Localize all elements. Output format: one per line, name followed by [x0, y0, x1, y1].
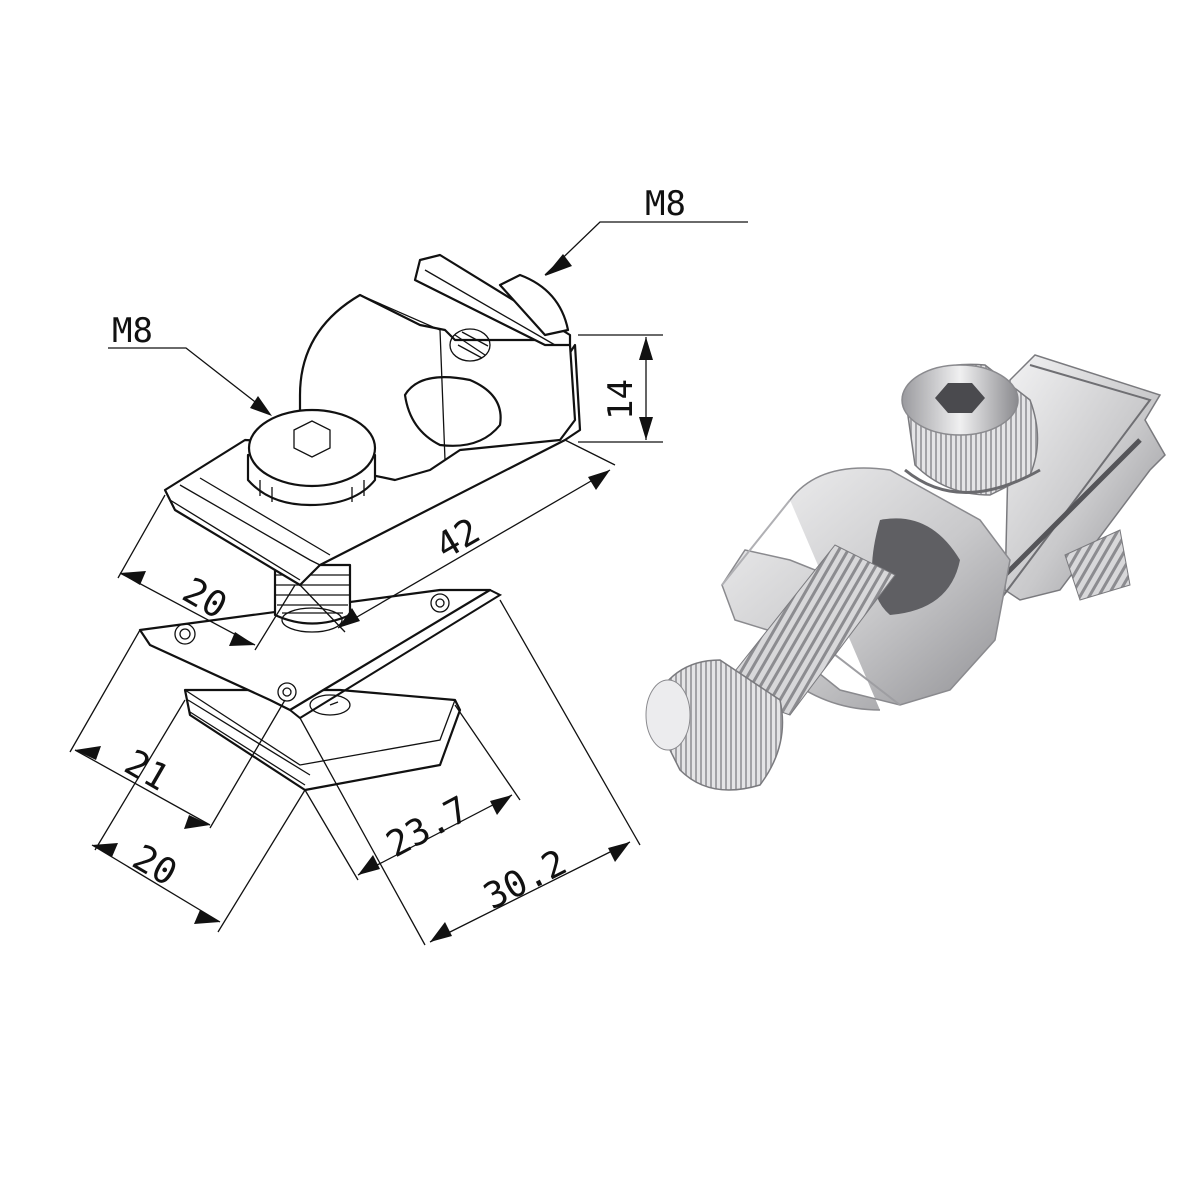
label-m8-left: M8 [112, 311, 153, 351]
product-photo [645, 354, 1166, 791]
photo-lower-bolt-head [645, 659, 784, 791]
label-14: 14 [601, 379, 641, 420]
spring-plate [138, 588, 503, 720]
callout-m8-top: M8 [544, 184, 748, 276]
label-m8-top: M8 [645, 184, 686, 224]
label-42: 42 [429, 511, 487, 568]
dimension-14: 14 [578, 334, 663, 443]
photo-upper-cap-screw [901, 363, 1041, 496]
t-nut [183, 688, 462, 792]
label-23-7: 23.7 [380, 789, 476, 866]
technical-drawing: M8 M8 14 42 20 [69, 184, 748, 946]
clamp-body [163, 253, 582, 587]
rear-bolt-stub [1064, 529, 1131, 601]
label-30-2: 30.2 [477, 842, 573, 918]
cap-screw [246, 408, 377, 507]
label-20-lower: 20 [126, 837, 184, 894]
rail-strip [963, 354, 1166, 617]
label-21: 21 [118, 742, 176, 799]
callout-m8-left: M8 [108, 311, 272, 416]
